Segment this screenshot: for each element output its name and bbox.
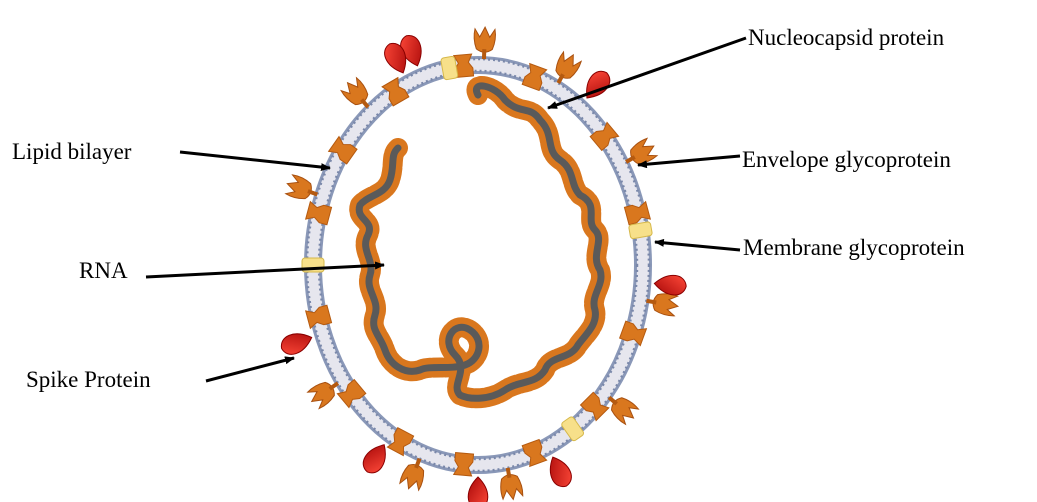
red-spike-4 xyxy=(468,477,488,502)
label-membrane-glycoprotein: Membrane glycoprotein xyxy=(743,234,965,262)
label-rna: RNA xyxy=(79,257,128,285)
arrow-lipid-bilayer xyxy=(180,152,330,168)
rna-nucleocapsid-strand xyxy=(359,86,601,398)
red-spike-6 xyxy=(278,328,315,357)
red-spike-5 xyxy=(359,440,393,477)
arrow-spike xyxy=(206,358,294,381)
red-spike-3 xyxy=(544,453,575,490)
label-lipid-bilayer: Lipid bilayer xyxy=(12,138,131,166)
red-spike-2 xyxy=(653,274,687,296)
arrow-nucleocapsid xyxy=(548,38,746,108)
label-spike-protein: Spike Protein xyxy=(26,366,151,394)
arrow-rna xyxy=(146,265,384,277)
arrow-membrane xyxy=(655,242,740,250)
membrane-glycoprotein-8 xyxy=(454,452,474,475)
label-envelope-glycoprotein: Envelope glycoprotein xyxy=(742,146,951,174)
label-nucleocapsid-protein: Nucleocapsid protein xyxy=(748,24,944,52)
spike-protein-0 xyxy=(473,27,495,60)
